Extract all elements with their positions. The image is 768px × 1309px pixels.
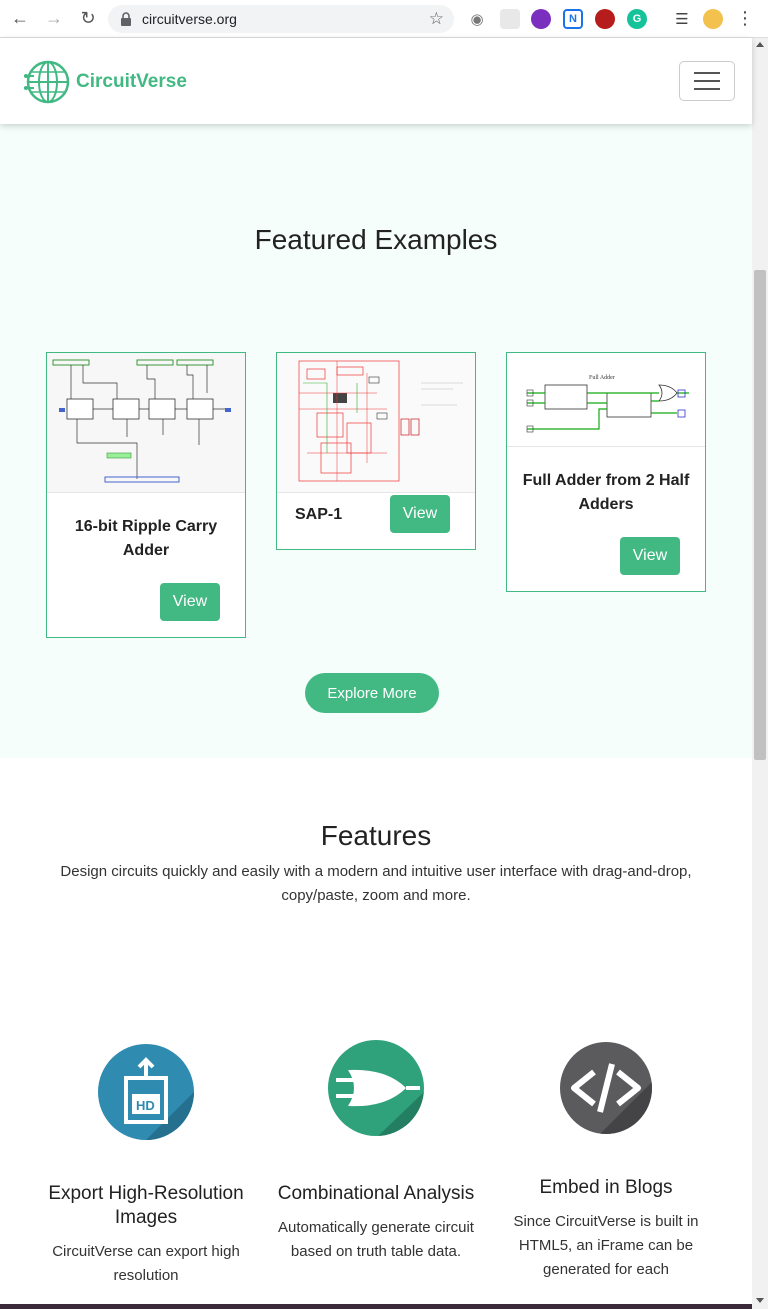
features-title: Features [320,820,432,851]
feature-text: CircuitVerse can export high resolution [52,1243,240,1284]
feature-title: Export High-Resolution Images [48,1183,244,1228]
hamburger-line [694,80,720,82]
circuitverse-logo-icon [24,60,70,104]
card-title: Full Adder from 2 Half Adders [522,472,690,513]
ublock-icon[interactable] [595,9,615,29]
brand-name: CircuitVerse [76,71,187,92]
browser-toolbar: ← → ↻ circuitverse.org ☆ ◉ N G ☰ ⋮ [0,0,768,38]
address-bar[interactable]: circuitverse.org ☆ [108,5,454,33]
back-arrow-icon[interactable]: ← [11,8,29,28]
view-button[interactable]: View [620,537,680,575]
circuit-thumbnail[interactable]: Full Adder [507,353,705,447]
sap1-circuit-image [277,353,475,492]
code-embed-icon [560,1042,652,1134]
bottom-edge [0,1304,752,1309]
feature-text: Automatically generate circuit based on … [278,1219,474,1260]
forward-arrow-icon[interactable]: → [45,8,63,28]
dots-extension-icon[interactable] [500,9,520,29]
feature-embed: Embed in Blogs Since CircuitVerse is bui… [506,1042,706,1282]
example-card: 16-bit Ripple Carry Adder View [46,352,246,638]
scroll-down-arrow-icon[interactable] [756,1298,764,1303]
circuit-thumbnail[interactable] [47,353,245,493]
hamburger-line [694,72,720,74]
profile-avatar-icon[interactable] [703,9,723,29]
hamburger-menu-button[interactable] [679,61,735,101]
notion-extension-icon[interactable]: N [563,9,583,29]
feature-title: Combinational Analysis [277,1183,475,1204]
example-card: Full Adder Full Adder from 2 Half Adders… [506,352,706,592]
circuit-thumbnail[interactable] [277,353,475,493]
export-hd-icon: HD [98,1044,194,1140]
reload-icon[interactable]: ↻ [80,8,96,28]
lock-icon [121,12,131,26]
view-button[interactable]: View [160,583,220,621]
colorzilla-icon[interactable] [531,9,551,29]
feature-export: HD Export High-Resolution Images Circuit… [46,1044,246,1288]
featured-examples-section: Featured Examples 16-bit Rippl [0,124,752,758]
hamburger-line [694,88,720,90]
section-title: Featured Examples [254,224,498,255]
scroll-up-arrow-icon[interactable] [756,42,764,47]
features-description: Design circuits quickly and easily with … [60,863,692,904]
kebab-menu-icon[interactable]: ⋮ [736,8,754,28]
feature-combinational: Combinational Analysis Automatically gen… [276,1040,476,1264]
example-card: SAP-1 View [276,352,476,550]
camera-icon[interactable]: ◉ [467,9,487,29]
card-title: 16-bit Ripple Carry Adder [74,518,218,559]
page-scrollbar[interactable] [752,38,768,1309]
bookmark-star-icon[interactable]: ☆ [428,9,444,28]
full-adder-circuit-image: Full Adder [507,353,705,446]
svg-text:HD: HD [136,1098,155,1113]
grammarly-icon[interactable]: G [627,9,647,29]
explore-more-button[interactable]: Explore More [305,673,439,713]
svg-text:Full Adder: Full Adder [589,375,615,381]
or-gate-icon [328,1040,424,1136]
ripple-carry-circuit-image [47,353,245,492]
url-text: circuitverse.org [142,11,237,27]
brand-logo[interactable]: CircuitVerse [24,58,187,106]
site-navbar: CircuitVerse [0,38,752,124]
feature-text: Since CircuitVerse is built in HTML5, an… [513,1213,699,1278]
scroll-thumb[interactable] [754,270,766,760]
playlist-icon[interactable]: ☰ [672,9,692,29]
view-button[interactable]: View [390,495,450,533]
card-title: SAP-1 [295,506,343,523]
feature-title: Embed in Blogs [539,1177,673,1198]
